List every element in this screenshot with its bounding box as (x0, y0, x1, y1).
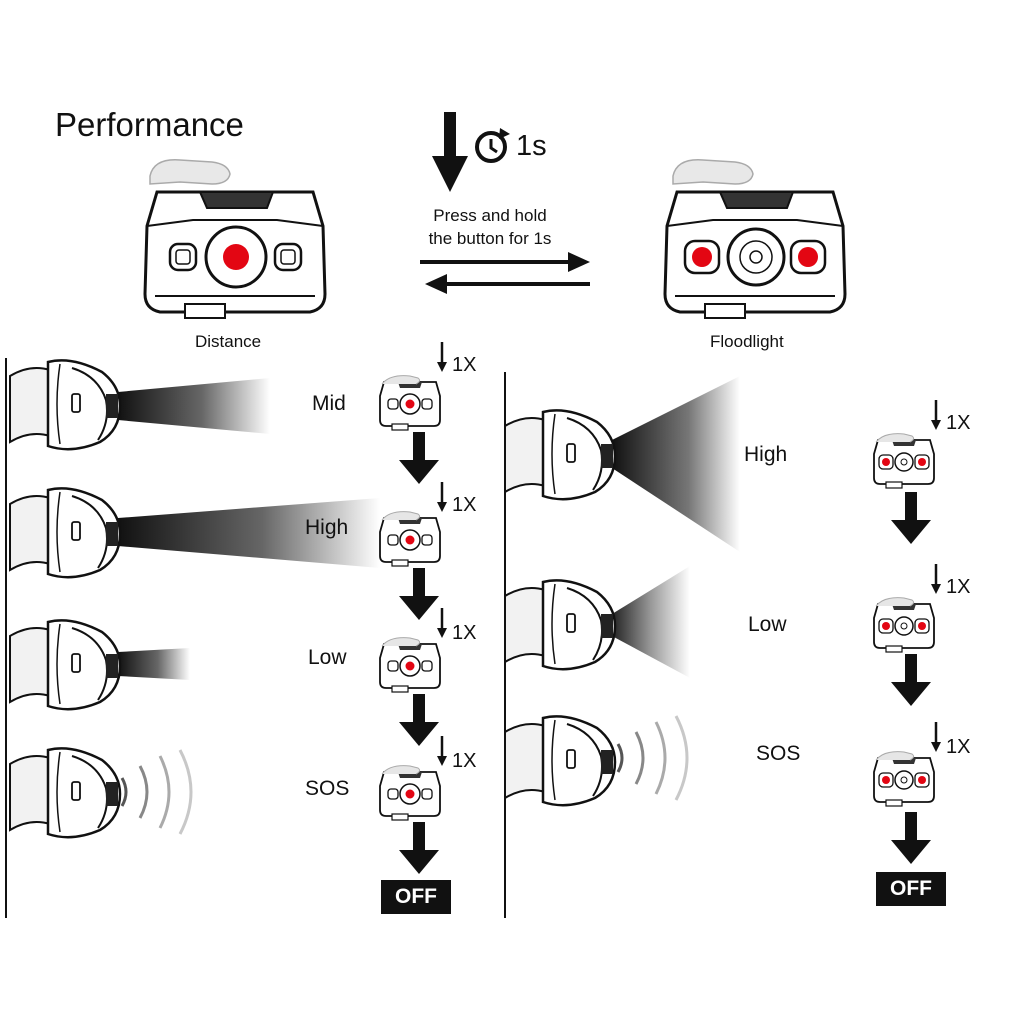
press-count: 1X (946, 576, 971, 598)
page-title: Performance (55, 106, 244, 143)
down-arrow-icon (891, 654, 931, 706)
off-badge: OFF (381, 880, 451, 914)
press-arrow-left-2 (435, 480, 449, 514)
headlamp-distance-front (143, 159, 327, 320)
hold-arrow (432, 112, 468, 192)
side-lamp-high (8, 487, 380, 579)
beam-name-floodlight: Floodlight (710, 332, 784, 351)
press-arrow-left-1 (435, 340, 449, 374)
press-arrow-right-3 (929, 720, 943, 754)
mode-label: Low (308, 646, 347, 669)
clock-icon (475, 128, 510, 163)
instruction-line-2: the button for 1s (428, 229, 552, 248)
mode-label: Mid (312, 392, 346, 415)
press-arrow-left-4 (435, 734, 449, 768)
side-lamp-sos (8, 747, 193, 839)
press-count: 1X (452, 494, 477, 516)
mini-lamp-spot-4 (379, 764, 441, 821)
switch-arrows (420, 252, 590, 294)
mini-lamp-spot-2 (379, 510, 441, 567)
instruction-line-1: Press and hold (433, 206, 547, 225)
beam-name-distance: Distance (195, 332, 262, 351)
off-badge: OFF (876, 872, 946, 906)
mode-label: Low (748, 613, 787, 636)
down-arrow-icon (399, 694, 439, 746)
press-count: 1X (452, 622, 477, 644)
mini-lamp-spot-3 (379, 636, 441, 693)
sos-wave-icon (616, 714, 689, 802)
press-count: 1X (946, 412, 971, 434)
sos-wave-icon (120, 748, 193, 836)
mini-lamp-flood-1 (873, 432, 935, 489)
press-arrow-left-3 (435, 606, 449, 640)
hold-duration: 1s (516, 130, 547, 162)
side-lamp-flood-sos (503, 714, 689, 807)
instruction-text: Press and hold the button for 1s (400, 204, 580, 250)
press-count: 1X (946, 736, 971, 758)
press-arrow-right-2 (929, 562, 943, 596)
press-count: 1X (452, 354, 477, 376)
side-lamp-flood-high (503, 376, 740, 552)
press-arrow-right-1 (929, 398, 943, 432)
mode-label: SOS (756, 742, 801, 765)
mini-lamp-flood-3 (873, 750, 935, 807)
mode-label: High (744, 443, 788, 466)
down-arrow-icon (399, 822, 439, 874)
down-arrow-icon (891, 492, 931, 544)
mini-lamp-flood-2 (873, 596, 935, 653)
side-lamp-low (8, 619, 190, 711)
side-lamp-mid (8, 359, 270, 451)
down-arrow-icon (399, 568, 439, 620)
side-lamp-flood-low (503, 566, 690, 678)
mini-lamp-spot-1 (379, 374, 441, 431)
mode-label: SOS (305, 777, 350, 800)
down-arrow-icon (399, 432, 439, 484)
headlamp-floodlight-front (663, 159, 847, 320)
mode-label: High (305, 516, 349, 539)
press-count: 1X (452, 750, 477, 772)
down-arrow-icon (891, 812, 931, 864)
